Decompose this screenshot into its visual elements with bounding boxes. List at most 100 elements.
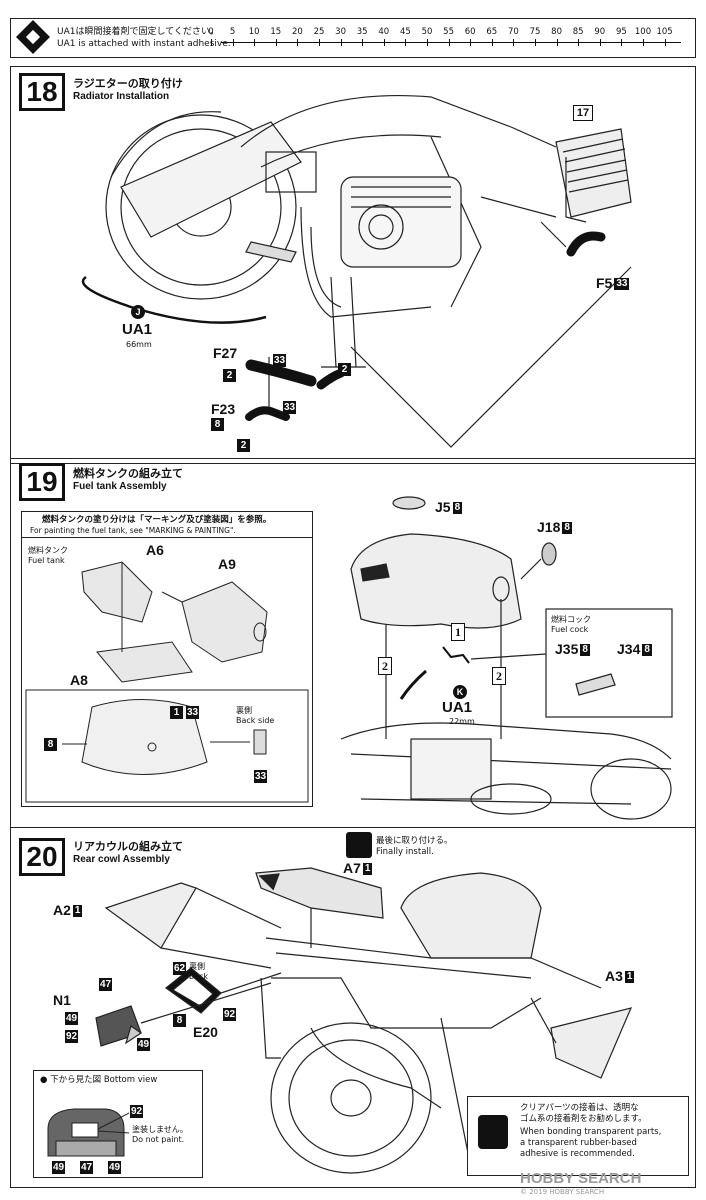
back-side-en: Back side <box>236 716 275 725</box>
paint-1: 1 <box>170 706 183 719</box>
ruler-label: 40 <box>378 27 390 37</box>
paint-49: 49 <box>137 1038 150 1051</box>
ruler-tick <box>275 39 277 46</box>
ruler-label: 60 <box>464 27 476 37</box>
back-jp: 裏側 <box>189 962 205 971</box>
clear-note-en-2: a transparent rubber-based <box>520 1138 637 1148</box>
ruler-tick <box>621 39 623 46</box>
ruler-label: 55 <box>443 27 455 37</box>
ruler-label: 95 <box>615 27 627 37</box>
step-number: 18 <box>19 73 65 111</box>
paint-62: 62 <box>173 962 186 975</box>
clear-note-en-1: When bonding transparent parts, <box>520 1127 662 1137</box>
paint-49: 49 <box>108 1161 121 1174</box>
ruler-label: 25 <box>313 27 325 37</box>
clear-note-jp-2: ゴム系の接着剤をお勧めします。 <box>520 1114 647 1124</box>
clear-parts-note: クリアパーツの接着は、透明な ゴム系の接着剤をお勧めします。 When bond… <box>467 1096 689 1176</box>
qty-2: 2 <box>237 439 250 452</box>
ruler-tick <box>319 39 320 46</box>
part-label-ua1: UA1 <box>122 321 153 338</box>
fuel-tank-jp: 燃料タンク <box>28 546 68 555</box>
paint-92: 92 <box>130 1105 143 1118</box>
ua1-length: 66mm <box>126 340 152 349</box>
ruler-tick <box>599 39 601 46</box>
fuel-tank-en: Fuel tank <box>28 556 65 565</box>
part-label-n1: N1 <box>53 992 71 1008</box>
ruler-tick <box>340 39 342 46</box>
header-note-en: UA1 is attached with instant adhesive. <box>57 39 231 49</box>
clear-note-en-3: adhesive is recommended. <box>520 1149 635 1159</box>
ruler-label: 75 <box>529 27 541 37</box>
ruler-tick <box>405 39 407 46</box>
ruler-tick <box>297 39 299 46</box>
ruler-tick <box>535 39 536 46</box>
paint-47: 47 <box>80 1161 93 1174</box>
part-label-a6: A6 <box>146 542 164 558</box>
bottom-view-jp: ● 下から見た図 <box>40 1075 102 1085</box>
paint-92: 92 <box>65 1030 78 1043</box>
ruler-label: 90 <box>594 27 606 37</box>
painting-note-jp: 燃料タンクの塗り分けは「マーキング及び塗装図」を参照。 <box>42 515 272 525</box>
copyright: © 2019 HOBBY SEARCH <box>520 1188 605 1196</box>
paint-33: 33 <box>254 770 267 783</box>
ruler-tick <box>448 39 450 46</box>
ruler-tick <box>578 39 580 46</box>
step-18-section: 18 ラジエターの取り付け Radiator Installation <box>10 66 696 464</box>
paint-8: 8 <box>211 418 224 431</box>
finally-install-en: Finally install. <box>376 847 434 857</box>
paint-8: 8 <box>173 1014 186 1027</box>
ruler-tick <box>491 39 493 46</box>
no-paint-en: Do not paint. <box>132 1135 185 1144</box>
header-note-jp: UA1は瞬間接着剤で固定してください。 <box>57 27 219 37</box>
ruler-label: 70 <box>507 27 519 37</box>
ruler-label: 20 <box>291 27 303 37</box>
ref-box-17: 17 <box>573 105 593 121</box>
paint-8: 8 <box>44 738 57 751</box>
ruler-tick <box>513 39 515 46</box>
paint-49: 49 <box>65 1012 78 1025</box>
ruler-label: 100 <box>634 27 652 37</box>
ruler-label: 50 <box>421 27 433 37</box>
ruler-tick <box>427 39 428 46</box>
ruler-label: 35 <box>356 27 368 37</box>
ruler-label: 85 <box>572 27 584 37</box>
ruler-tick <box>362 39 364 46</box>
ruler-tick <box>470 39 472 46</box>
adhesive-note-header: UA1は瞬間接着剤で固定してください。 UA1 is attached with… <box>10 18 696 58</box>
part-label-a9: A9 <box>218 556 236 572</box>
step-title-en: Fuel tank Assembly <box>73 481 167 492</box>
qty-2: 2 <box>338 363 351 376</box>
part-label-f23: F23 <box>211 401 236 417</box>
step-title-jp: ラジエターの取り付け <box>73 77 183 90</box>
step-ref-2: 2 <box>492 667 506 685</box>
step-title-en: Radiator Installation <box>73 91 170 102</box>
ruler-tick <box>643 39 644 46</box>
marker-k: K <box>453 685 467 699</box>
ruler-label: 10 <box>248 27 260 37</box>
ruler-tick <box>556 39 558 46</box>
ruler-tick <box>664 39 666 46</box>
fuel-tank-assembly-illustration <box>340 496 673 820</box>
length-ruler <box>221 42 681 43</box>
watermark-logo: HOBBY SEARCH <box>520 1170 642 1187</box>
back-en: back <box>189 972 209 981</box>
part-label-e20: E20 <box>193 1024 218 1040</box>
step-title-jp: 燃料タンクの組み立て <box>73 467 183 480</box>
back-side-jp: 裏側 <box>236 706 252 715</box>
step-number: 19 <box>19 463 65 501</box>
qty-2: 2 <box>223 369 236 382</box>
step-ref-2: 2 <box>378 657 392 675</box>
ruler-label: 105 <box>656 27 673 37</box>
radiator-installation-illustration <box>81 94 632 448</box>
step-19-section: 19 燃料タンクの組み立て Fuel tank Assembly 燃料タンクの塗… <box>10 458 696 828</box>
fuel-cock-en: Fuel cock <box>551 625 589 634</box>
bottom-view-en: Bottom view <box>103 1075 158 1085</box>
part-label-f27: F27 <box>213 345 238 361</box>
step-20-section: 20 リアカウルの組み立て Rear cowl Assembly 最後に取り付け… <box>10 828 696 1188</box>
paint-33: 33 <box>186 706 199 719</box>
